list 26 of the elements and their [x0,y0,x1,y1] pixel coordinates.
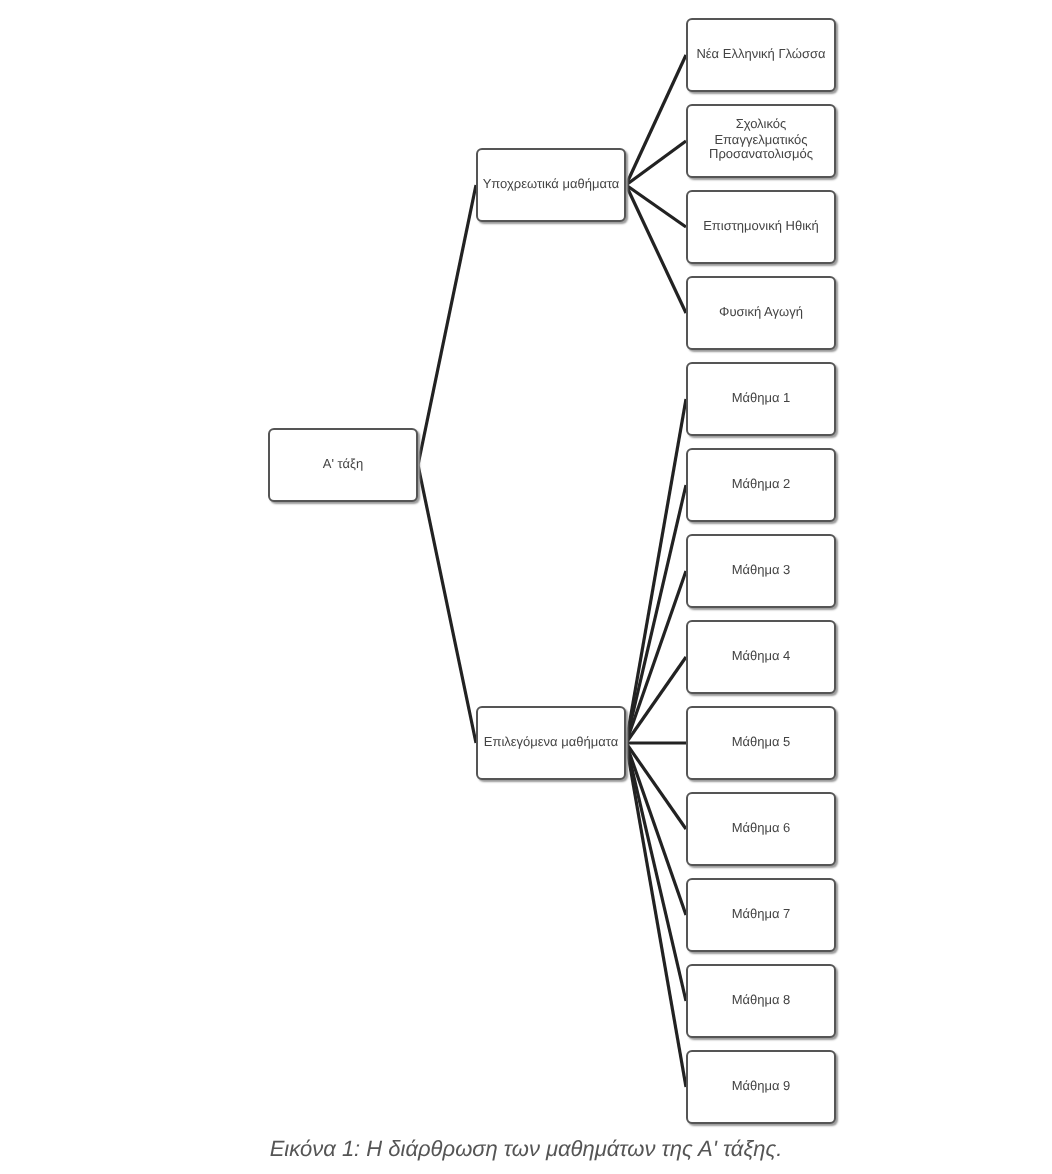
connector-line [626,741,686,745]
connector-line [416,184,478,466]
node-box [686,878,836,952]
node-box [686,448,836,522]
node-box [686,534,836,608]
node-box [476,706,626,780]
connector-line [625,139,687,187]
node-box [476,148,626,222]
node-box [686,792,836,866]
node-box [686,276,836,350]
figure-caption: Εικόνα 1: Η διάρθρωση των μαθημάτων της Α' τάξης. [267,1138,785,1162]
node-box [686,104,836,178]
connector-line [624,54,688,186]
node-box [686,18,836,92]
node-box [686,190,836,264]
node-box [686,706,836,780]
node-box [686,362,836,436]
connector-line [625,183,687,229]
connector-line [624,742,688,830]
connector-line [624,656,688,744]
node-box [686,620,836,694]
connector-line [416,464,478,744]
node-box [686,964,836,1038]
node-box [686,1050,836,1124]
connector-line [624,184,688,314]
node-box [268,428,418,502]
